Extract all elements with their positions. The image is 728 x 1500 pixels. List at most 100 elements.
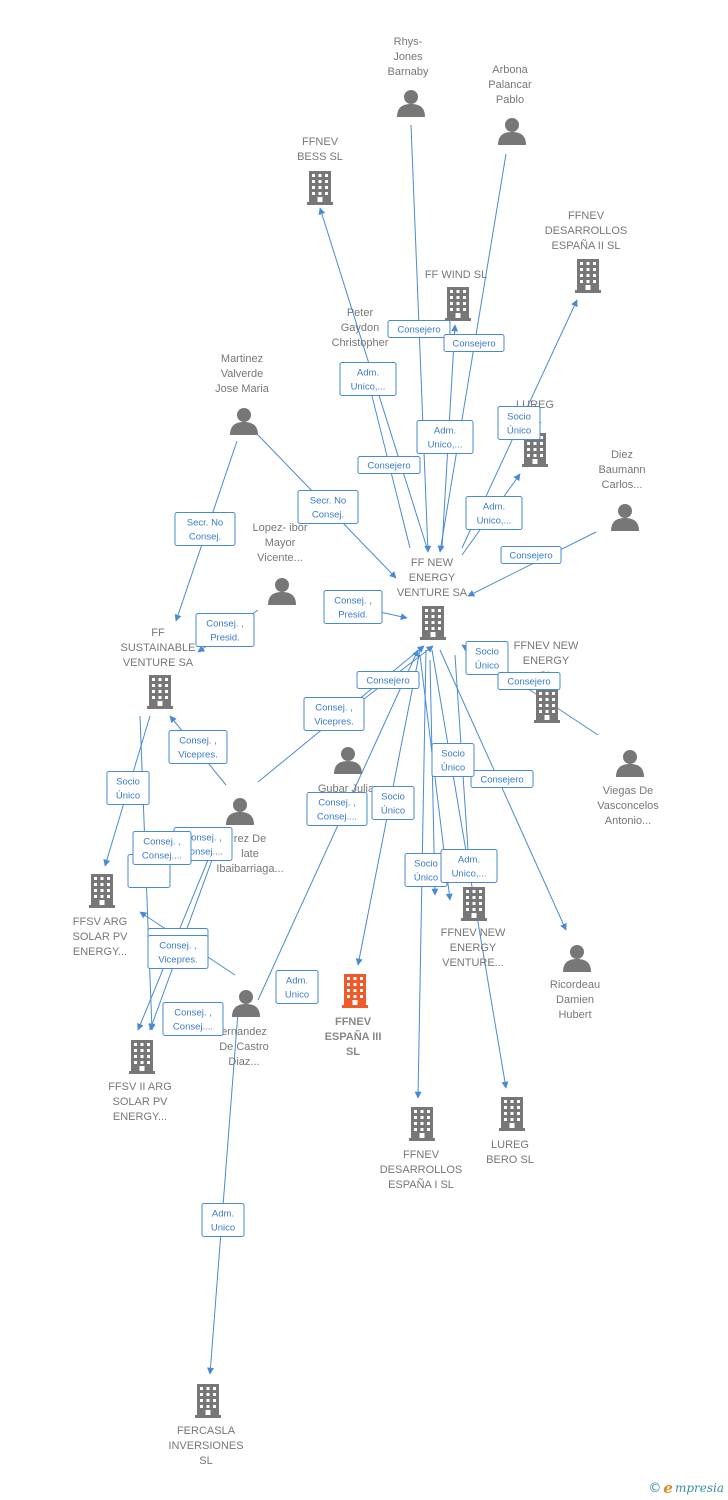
edge-label-box (106, 771, 150, 805)
node-label-line: rez De (234, 833, 266, 845)
edge-label-layer: ConsejeroConsejeroAdm.Unico,...Adm.Unico… (106, 320, 562, 1237)
person-node[interactable]: Lopez- iborMayorVicente... (252, 522, 308, 605)
node-label-line: Baumann (598, 464, 645, 476)
node-label-line: INVERSIONES (168, 1440, 243, 1452)
node-label-line: SOLAR PV (112, 1096, 168, 1108)
node-label-line: FFNEV (403, 1149, 440, 1161)
edge-label[interactable]: Consejero (500, 546, 562, 564)
node-label-line: Mayor (265, 537, 296, 549)
edge-label[interactable]: Adm.Unico,... (465, 496, 523, 530)
node-label-line: late (241, 848, 259, 860)
edge-label-text: Adm. (483, 502, 505, 513)
edge-label-text: Consejero (480, 775, 523, 786)
edge-label-text: Secr. No (187, 518, 223, 529)
edge-label-box (500, 546, 562, 564)
brand-footer[interactable]: © e mpresia (648, 1479, 724, 1497)
node-label-line: Arbona (492, 64, 528, 76)
building-icon (195, 1384, 221, 1418)
edge-label[interactable]: Consejero (497, 672, 561, 690)
edge-label-box (195, 613, 255, 647)
person-node[interactable]: DiezBaumannCarlos... (598, 449, 646, 531)
person-node[interactable]: rez DelateIbaibarriaga... (216, 798, 284, 875)
edge-label[interactable]: Adm.Unico (201, 1203, 245, 1237)
edge-label-text: Consej. (312, 510, 344, 521)
person-node[interactable]: Viegas DeVasconcelosAntonio... (597, 750, 659, 827)
person-node[interactable]: Gubar Julia (318, 747, 375, 795)
edge-label[interactable]: Consejero (387, 320, 451, 338)
person-icon (616, 750, 644, 777)
edge-label[interactable]: Adm.Unico,... (416, 420, 474, 454)
node-label-line: Hubert (558, 1009, 591, 1021)
edge-label[interactable]: Consej. ,Vicepres. (168, 730, 228, 764)
edge-label-text: Presid. (210, 633, 240, 644)
company-node[interactable]: FF WIND SL (425, 269, 487, 321)
node-label-line: FFSV II ARG (108, 1081, 172, 1093)
edge-label-text: Socio (475, 647, 499, 658)
edge-label[interactable]: Consejero (470, 770, 534, 788)
edge-label[interactable]: Consej. ,Presid. (323, 590, 383, 624)
edge-label[interactable]: Adm.Unico,... (339, 362, 397, 396)
edge-label[interactable]: Consejero (356, 671, 420, 689)
edge-label[interactable]: Adm.Unico (275, 970, 319, 1004)
edge-label[interactable]: Adm.Unico,... (440, 849, 498, 883)
edge-label[interactable]: Consejero (357, 456, 421, 474)
building-icon (445, 287, 471, 321)
edge-label[interactable]: Consej. ,Consej.... (306, 792, 368, 826)
edge-label-text: Único (475, 661, 499, 672)
node-label-line: SUSTAINABLE (121, 642, 196, 654)
node-label-line: FFNEV NEW (441, 927, 506, 939)
edge-label-text: Consej.... (183, 847, 223, 858)
edge-label[interactable]: Consej. ,Consej.... (132, 831, 192, 865)
edge-label-text: Socio (414, 859, 438, 870)
node-label-line: BERO SL (486, 1154, 534, 1166)
node-label-line: Jose Maria (215, 383, 270, 395)
edge-label-box (168, 730, 228, 764)
node-label-line: FFNEV NEW (514, 640, 579, 652)
edge-label-box (470, 770, 534, 788)
company-node[interactable]: FFNEV NEWENERGYVENTURE... (441, 887, 506, 969)
building-icon (342, 974, 368, 1008)
building-icon (307, 171, 333, 205)
edge-label[interactable]: Consej. ,Vicepres. (303, 697, 365, 731)
node-label-line: Barnaby (388, 66, 429, 78)
edge-label[interactable]: Consej. ,Presid. (195, 613, 255, 647)
edge-label[interactable]: Consej. ,Consej.... (162, 1002, 224, 1036)
node-label-line: VENTURE SA (397, 587, 468, 599)
copyright-icon: © (648, 1480, 662, 1496)
edge-label-text: Consejero (509, 551, 552, 562)
edge-label[interactable]: Consejero (443, 334, 505, 352)
node-label-line: Vicente... (257, 552, 303, 564)
edge-label-box (275, 970, 319, 1004)
edge-label-box (465, 641, 509, 675)
node-label-line: SOLAR PV (72, 931, 128, 943)
edge-label[interactable]: Consej. ,Vicepres. (147, 935, 209, 969)
edge-label-box (443, 334, 505, 352)
node-label-line: Antonio... (605, 815, 651, 827)
edge-label-box (465, 496, 523, 530)
relationship-edge (410, 124, 432, 553)
